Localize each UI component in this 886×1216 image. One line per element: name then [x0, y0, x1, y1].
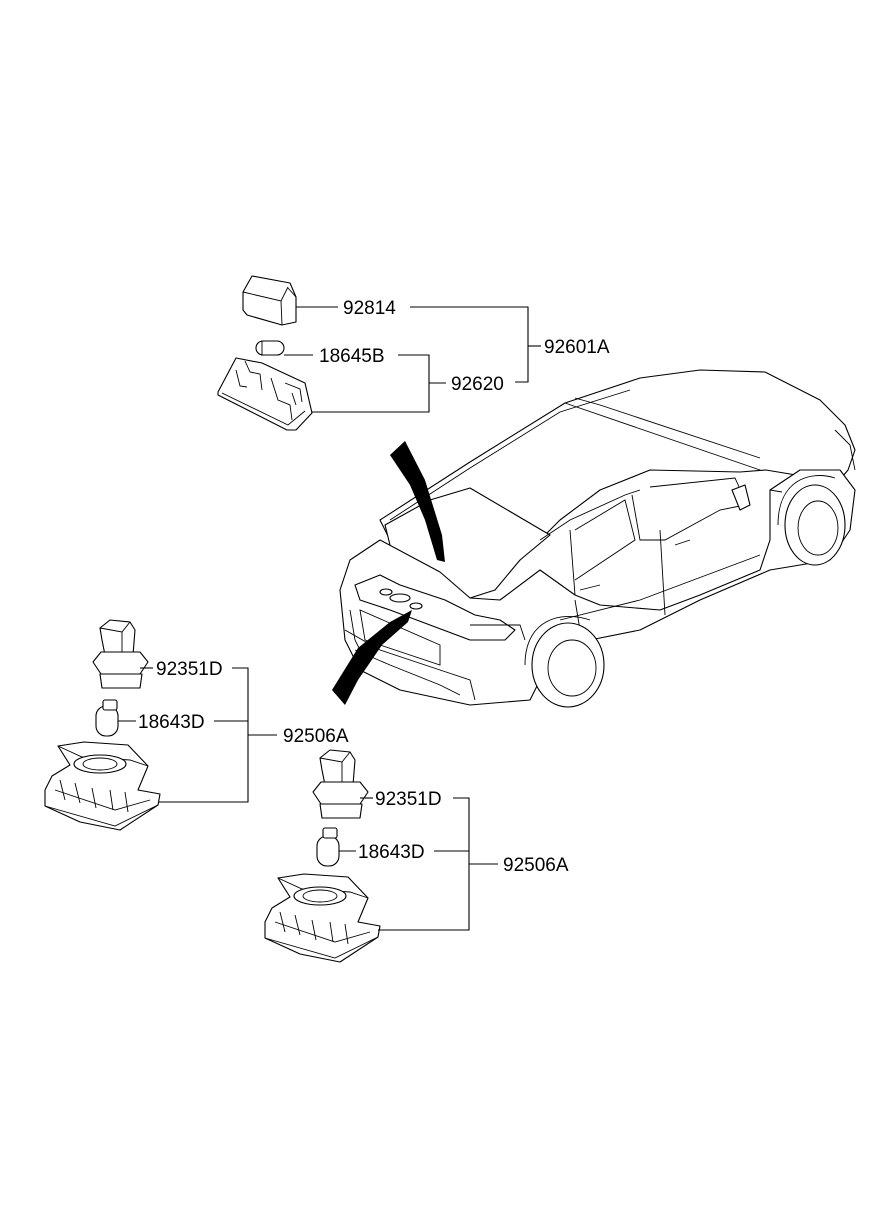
- label-92601a: 92601A: [544, 337, 610, 358]
- label-92506a-right: 92506A: [503, 855, 569, 876]
- left-socket-92351d-part: [92, 619, 149, 689]
- label-92351d-right: 92351D: [375, 789, 442, 810]
- right-lamp-housing-part: [264, 873, 381, 963]
- top-group-leader-lines: [284, 306, 541, 413]
- lamp-housing-part: [217, 357, 313, 431]
- right-bulb-18643d-part: [316, 827, 340, 867]
- car-illustration: [339, 369, 856, 708]
- lamp-lens-cover-part: [242, 275, 297, 326]
- bulb-18645b-part: [255, 340, 285, 356]
- label-18643d-right: 18643D: [358, 842, 425, 863]
- label-18643d-left: 18643D: [138, 712, 205, 733]
- pointer-arrow-to-license-lamps: [332, 610, 412, 705]
- left-group-leader-lines: [118, 667, 277, 803]
- right-socket-92351d-part: [312, 749, 369, 819]
- left-lamp-housing-part: [44, 741, 161, 831]
- label-92620: 92620: [451, 374, 504, 395]
- label-92814: 92814: [343, 298, 396, 319]
- left-bulb-18643d-part: [95, 699, 119, 737]
- pointer-arrow-to-roof: [390, 441, 445, 562]
- right-group-leader-lines: [339, 797, 498, 931]
- label-92506a-left: 92506A: [283, 726, 349, 747]
- label-18645b: 18645B: [319, 346, 385, 367]
- label-92351d-left: 92351D: [156, 659, 223, 680]
